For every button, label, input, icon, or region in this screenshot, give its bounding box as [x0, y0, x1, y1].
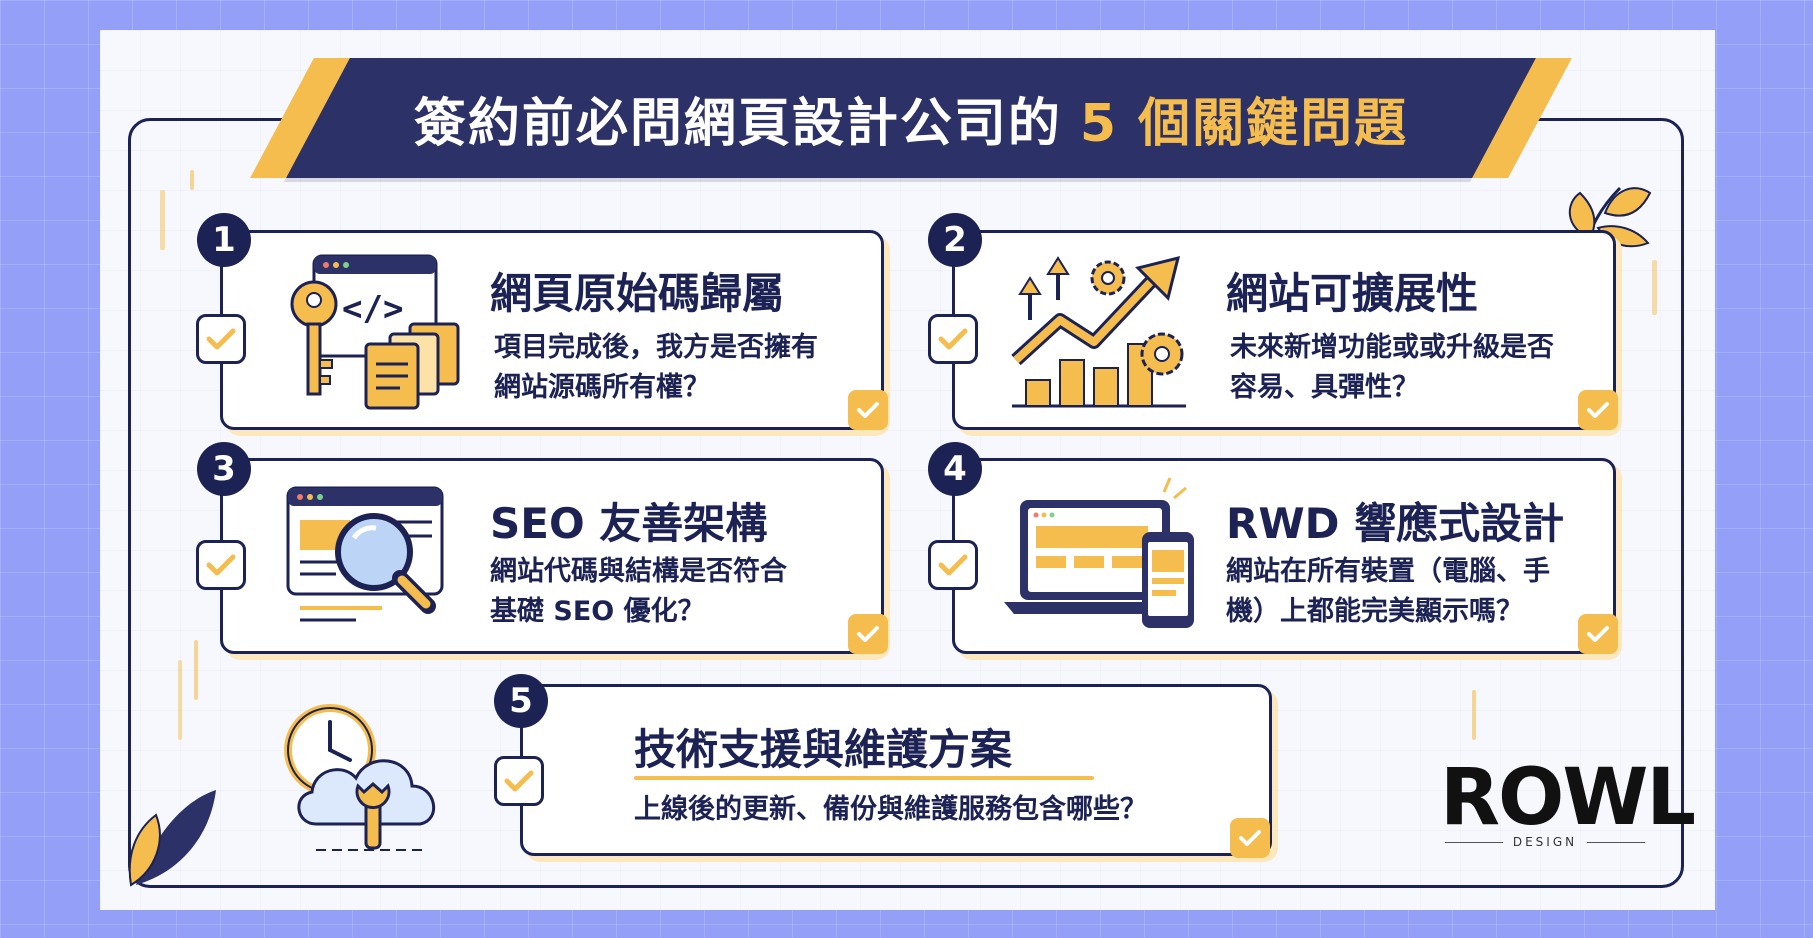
- card-desc-3: 網站代碼與結構是否符合 基礎 SEO 優化？: [490, 556, 787, 627]
- page-title: 簽約前必問網頁設計公司的 5 個關鍵問題: [318, 58, 1504, 178]
- brand-logo-tagline: DESIGN: [1512, 835, 1578, 849]
- leaf-decoration-icon: [128, 790, 216, 887]
- magnifier-webpage-icon: [286, 482, 466, 632]
- svg-text:</>: </>: [342, 289, 403, 329]
- check-badge-1: [848, 390, 888, 430]
- card-desc-1: 項目完成後，我方是否擁有 網站源碼所有權？: [494, 332, 818, 403]
- check-badge-2: [1578, 390, 1618, 430]
- card-title-5: 技術支援與維護方案: [634, 725, 1013, 774]
- checkbox-5[interactable]: [494, 756, 544, 806]
- checkbox-4[interactable]: [928, 540, 978, 590]
- title-highlight: 5 個關鍵問題: [1079, 93, 1409, 154]
- title-underline: [634, 776, 1094, 780]
- card-number-2: 2: [928, 213, 982, 267]
- checkbox-2[interactable]: [928, 314, 978, 364]
- clock-cloud-wrench-icon: [276, 700, 456, 860]
- card-title-2: 網站可擴展性: [1226, 269, 1479, 318]
- card-title-4: RWD 響應式設計: [1226, 499, 1565, 548]
- card-title-1: 網頁原始碼歸屬: [490, 269, 785, 318]
- laptop-phone-icon: [1002, 472, 1202, 637]
- card-title-3: SEO 友善架構: [490, 499, 768, 548]
- key-code-files-icon: </>: [280, 250, 470, 410]
- sparkle-decoration-icon: [160, 170, 194, 250]
- card-desc-5: 上線後的更新、備份與維護服務包含哪些？: [634, 794, 1147, 825]
- title-main: 簽約前必問網頁設計公司的: [413, 93, 1062, 154]
- card-number-1: 1: [197, 213, 251, 267]
- checkbox-3[interactable]: [196, 540, 246, 590]
- card-number-3: 3: [197, 442, 251, 496]
- check-badge-5: [1230, 818, 1270, 858]
- card-number-5: 5: [494, 674, 548, 728]
- sparkle-decoration-icon: [178, 640, 198, 740]
- check-badge-3: [848, 614, 888, 654]
- check-badge-4: [1578, 614, 1618, 654]
- growth-chart-gears-icon: [1010, 250, 1200, 410]
- sparkle-decoration-icon: [1472, 690, 1476, 740]
- card-number-4: 4: [928, 442, 982, 496]
- card-desc-4: 網站在所有裝置（電腦、手 機）上都能完美顯示嗎？: [1226, 556, 1550, 627]
- brand-logo-sub: DESIGN: [1440, 832, 1650, 852]
- checkbox-1[interactable]: [196, 314, 246, 364]
- sparkle-decoration-icon: [1652, 260, 1657, 315]
- question-card-5: [520, 684, 1272, 856]
- brand-logo: ROWL: [1440, 753, 1696, 843]
- card-desc-2: 未來新增功能或或升級是否 容易、具彈性？: [1230, 332, 1554, 403]
